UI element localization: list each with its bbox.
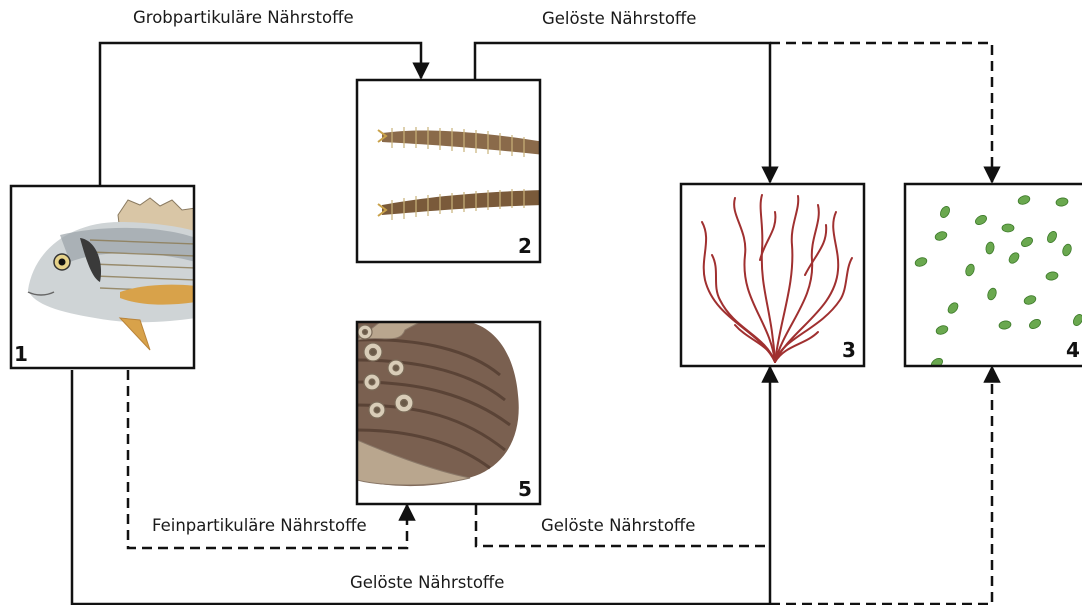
box-microalgae: 4 (905, 184, 1082, 369)
box-worms: 2 (357, 80, 545, 262)
label-dissolved-nutrients-bottom: Gelöste Nährstoffe (350, 573, 504, 592)
label-dissolved-nutrients-mid: Gelöste Nährstoffe (541, 516, 695, 535)
box-number-2: 2 (518, 234, 532, 258)
box-number-3: 3 (842, 338, 856, 362)
arrow-dissolved-to-microalgae (770, 43, 992, 182)
box-number-5: 5 (518, 477, 532, 501)
box-fish: 1 (11, 186, 196, 368)
box-oyster: 5 (357, 322, 540, 504)
label-dissolved-nutrients-top: Gelöste Nährstoffe (542, 9, 696, 28)
box-number-4: 4 (1066, 338, 1080, 362)
box-seaweed: 3 (681, 184, 864, 366)
box-number-1: 1 (14, 342, 28, 366)
arrow-dissolved-to-microalgae-bottom (770, 367, 992, 604)
label-fine-nutrients: Feinpartikuläre Nährstoffe (152, 516, 367, 535)
label-coarse-nutrients: Grobpartikuläre Nährstoffe (133, 8, 354, 27)
